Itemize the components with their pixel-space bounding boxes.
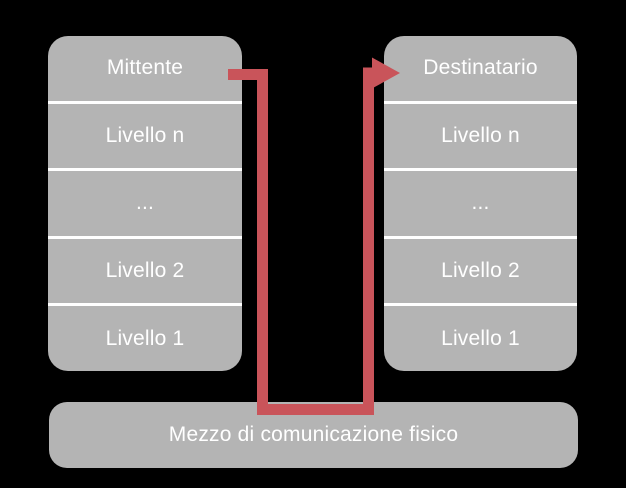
receiver-layer-2-cell: Livello 2 xyxy=(384,235,577,304)
sender-layer-n-cell: Livello n xyxy=(48,100,242,169)
sender-layer-1-label: Livello 1 xyxy=(105,326,185,350)
receiver-title-cell: Destinatario xyxy=(384,36,577,101)
sender-layer-n-label: Livello n xyxy=(105,123,185,147)
physical-medium-bar: Mezzo di comunicazione fisico xyxy=(49,402,578,468)
sender-title: Mittente xyxy=(106,56,184,80)
receiver-layer-1-cell: Livello 1 xyxy=(384,303,577,371)
receiver-layer-ellipsis-label: ... xyxy=(471,191,490,215)
sender-layer-2-cell: Livello 2 xyxy=(48,235,242,304)
sender-layer-2-label: Livello 2 xyxy=(105,259,185,283)
sender-layer-ellipsis-label: ... xyxy=(135,191,155,215)
receiver-title: Destinatario xyxy=(423,56,538,80)
receiver-layer-n-cell: Livello n xyxy=(384,100,577,169)
sender-title-cell: Mittente xyxy=(48,36,242,101)
receiver-layer-2-label: Livello 2 xyxy=(441,259,520,283)
sender-stack: Mittente Livello n ... Livello 2 Livello… xyxy=(48,36,242,371)
transmission-arrow-path xyxy=(228,67,374,415)
sender-layer-1-cell: Livello 1 xyxy=(48,303,242,371)
receiver-layer-1-label: Livello 1 xyxy=(441,326,520,350)
sender-layer-ellipsis-cell: ... xyxy=(48,168,242,236)
physical-medium-label: Mezzo di comunicazione fisico xyxy=(168,423,459,446)
receiver-stack: Destinatario Livello n ... Livello 2 Liv… xyxy=(384,36,577,371)
receiver-layer-n-label: Livello n xyxy=(441,123,520,147)
receiver-layer-ellipsis-cell: ... xyxy=(384,168,577,236)
